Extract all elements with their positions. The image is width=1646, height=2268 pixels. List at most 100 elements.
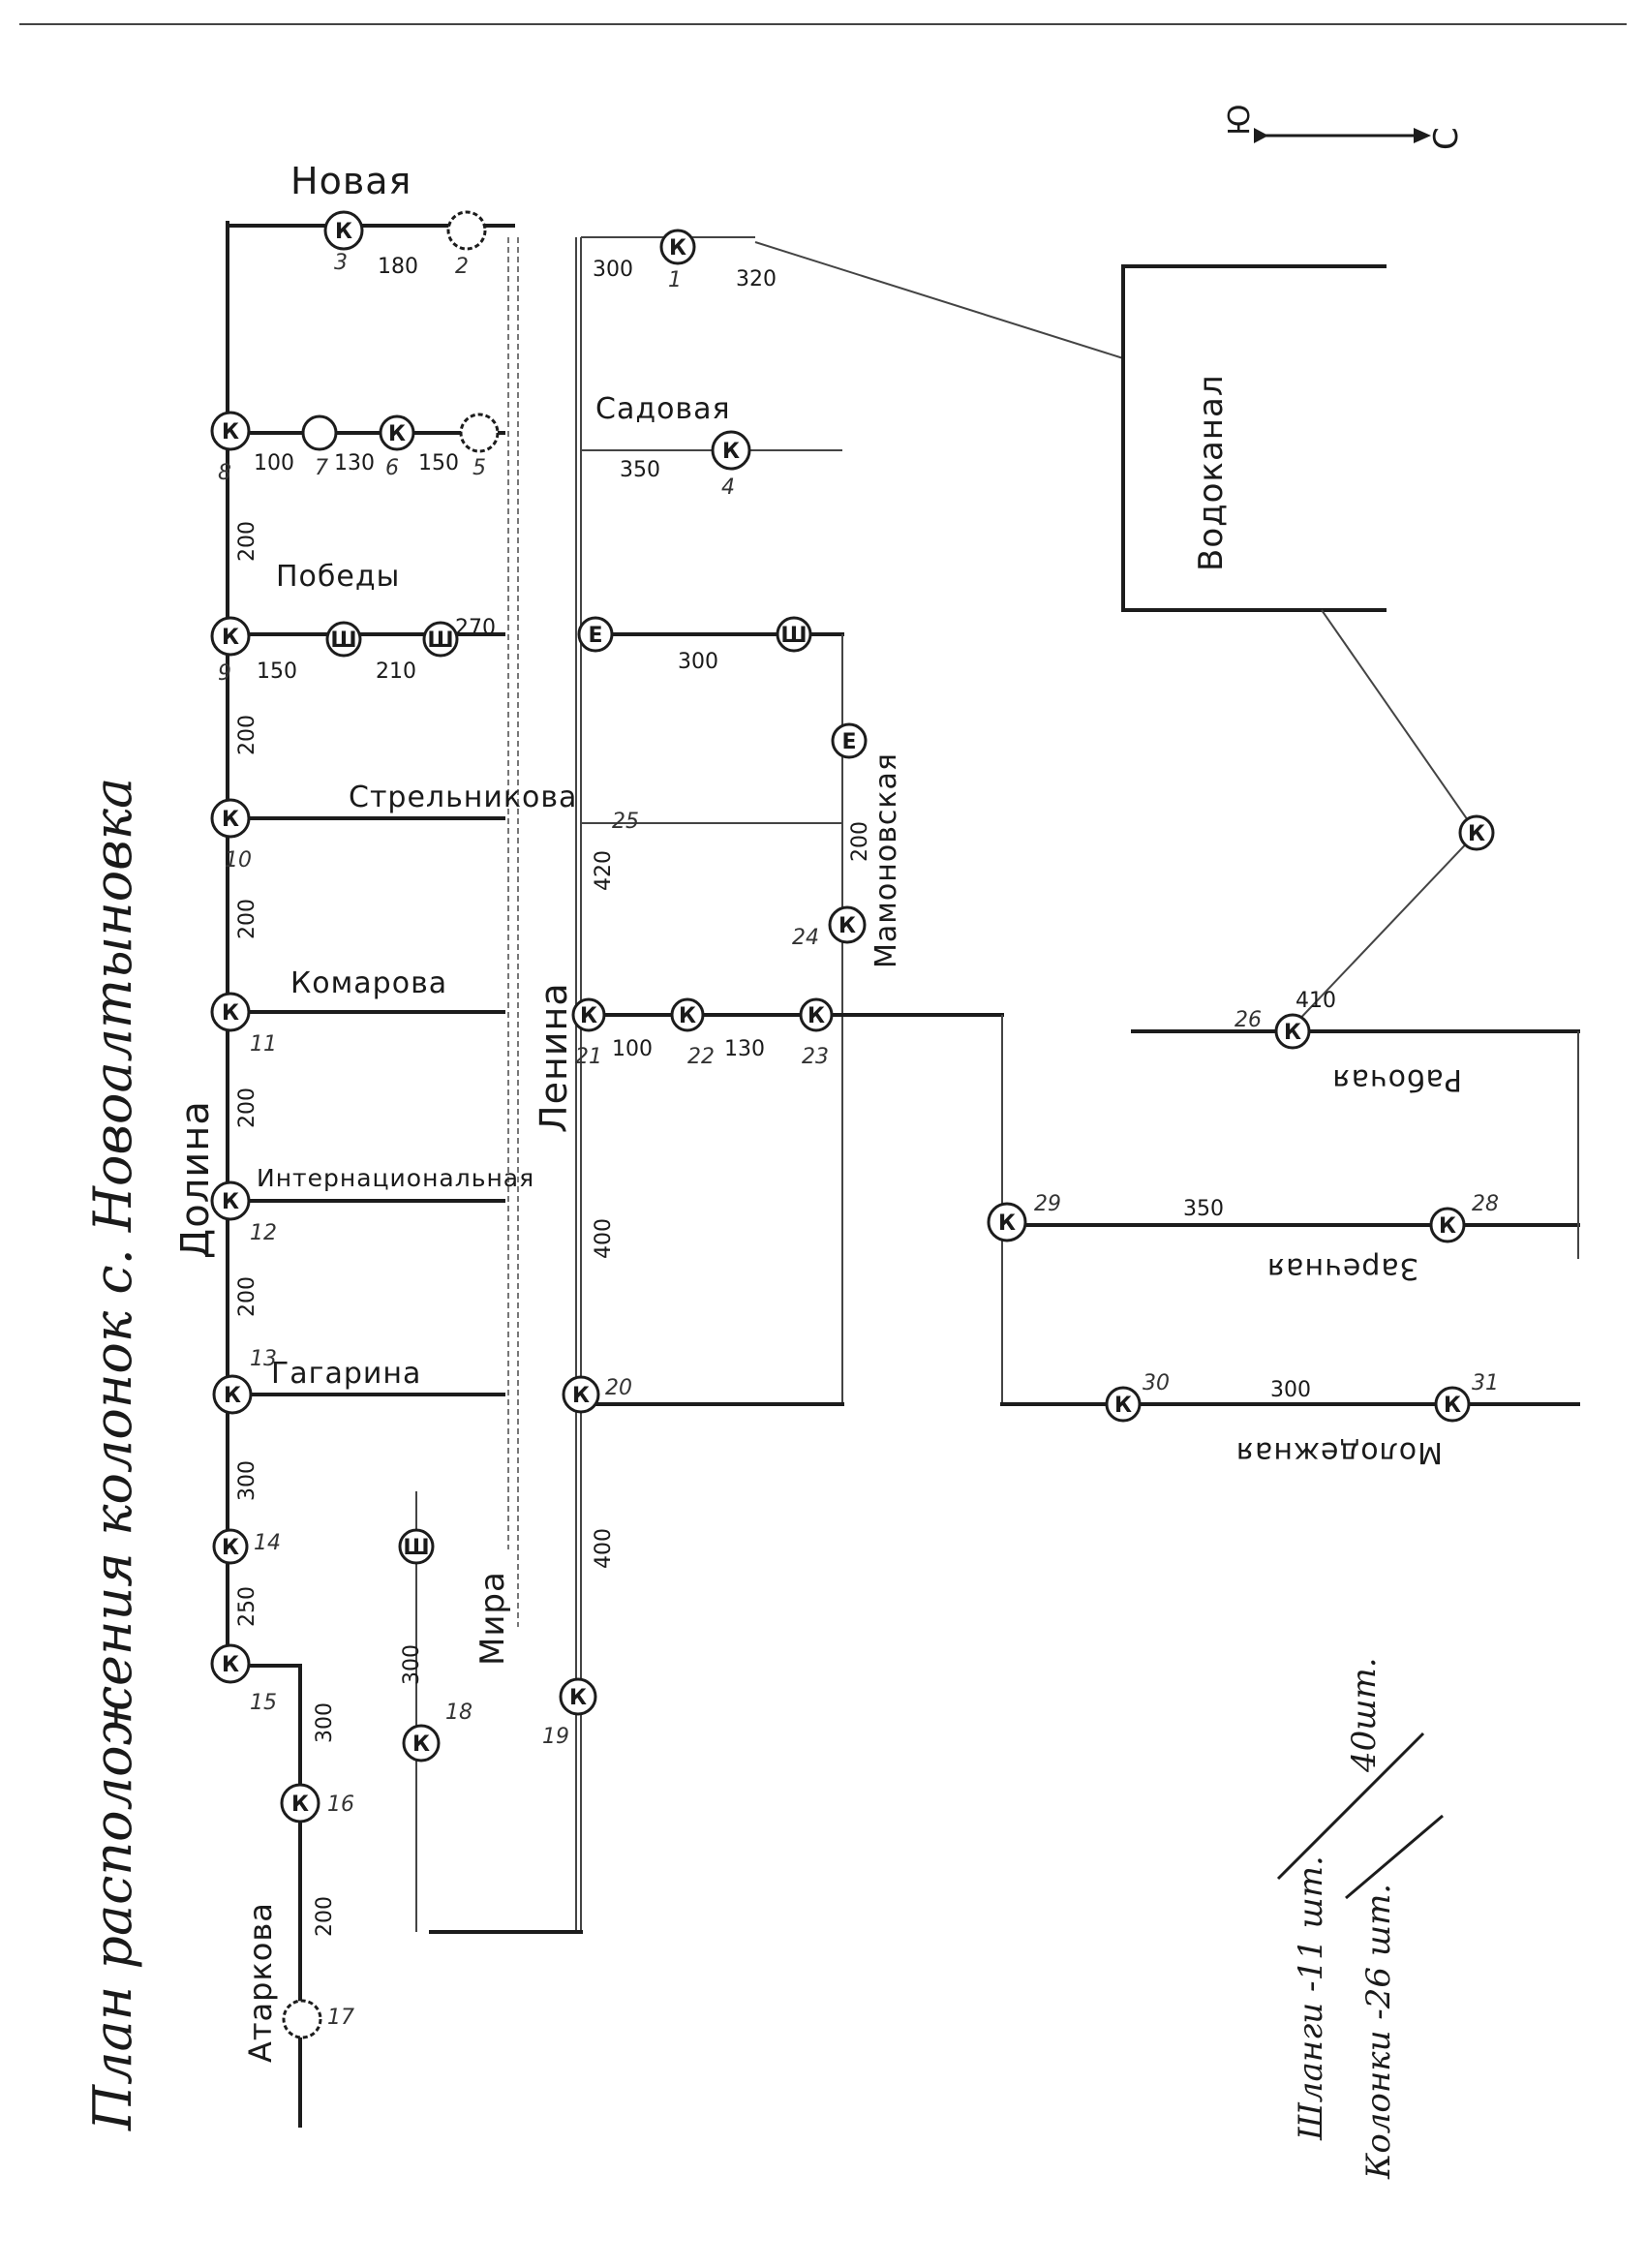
node-mamon-right: Ш bbox=[776, 616, 812, 653]
node-number-6: 6 bbox=[385, 456, 399, 480]
node-number-13: 13 bbox=[250, 1347, 277, 1371]
node-number-19: 19 bbox=[542, 1725, 569, 1749]
node-24: К bbox=[828, 905, 867, 944]
street-name-atarkova: Атаркова bbox=[242, 1902, 279, 2063]
node-31: К bbox=[1434, 1386, 1471, 1423]
distance-label: 410 bbox=[1295, 989, 1336, 1013]
legend-total: 40шт. bbox=[1345, 1657, 1384, 1773]
node-13: К bbox=[212, 1374, 253, 1415]
node-number-28: 28 bbox=[1472, 1192, 1499, 1216]
street-name-vodokanal: Водоканал bbox=[1192, 374, 1231, 571]
node-22-mark: К bbox=[679, 1004, 696, 1028]
node-31-mark: К bbox=[1444, 1394, 1461, 1418]
node-26: К bbox=[1274, 1013, 1311, 1050]
node-10-mark: К bbox=[222, 808, 239, 832]
node-12: К bbox=[210, 1180, 251, 1221]
legend: Шланги -11 шт. Колонки -26 шт. 40шт. bbox=[1276, 1657, 1444, 2180]
distance-label: 400 bbox=[592, 1218, 616, 1259]
node-28: К bbox=[1429, 1207, 1466, 1243]
distance-label: 150 bbox=[257, 659, 297, 684]
node-21: К bbox=[571, 997, 606, 1032]
node-19: К bbox=[559, 1677, 597, 1716]
node-number-21: 21 bbox=[575, 1045, 602, 1069]
node-vodokanal-mark: К bbox=[1468, 822, 1485, 846]
node-number-22: 22 bbox=[687, 1045, 715, 1069]
node-number-4: 4 bbox=[721, 475, 735, 500]
distance-label: 200 bbox=[313, 1896, 337, 1937]
node-8-mark: К bbox=[222, 420, 239, 444]
distance-label: 130 bbox=[334, 451, 375, 475]
node-number-24: 24 bbox=[792, 926, 819, 950]
node-number-9: 9 bbox=[218, 661, 231, 686]
distance-label: 200 bbox=[235, 521, 259, 562]
node-number-5: 5 bbox=[472, 456, 486, 480]
node-13-mark: К bbox=[224, 1384, 241, 1408]
node-19-mark: К bbox=[569, 1686, 587, 1710]
node-number-25: 25 bbox=[612, 810, 639, 834]
node-21-mark: К bbox=[580, 1004, 597, 1028]
distance-label: 300 bbox=[593, 258, 633, 282]
node-number-14: 14 bbox=[254, 1531, 281, 1555]
street-name-rabochaya: Рабочая bbox=[1332, 1062, 1463, 1096]
distance-label: 300 bbox=[313, 1702, 337, 1743]
lane-1-diagonal bbox=[754, 241, 1124, 359]
distance-label: 180 bbox=[378, 255, 418, 279]
street-name-mamonovskaya: Мамоновская bbox=[869, 752, 903, 968]
node-number-23: 23 bbox=[802, 1045, 829, 1069]
node-26-mark: К bbox=[1284, 1021, 1301, 1045]
node-5 bbox=[459, 413, 500, 453]
vodokanal-building bbox=[1121, 264, 1387, 612]
node-number-2: 2 bbox=[455, 255, 469, 279]
node-11: К bbox=[210, 992, 251, 1032]
node-mira-top-mark: Ш bbox=[403, 1536, 429, 1560]
distance-label: 350 bbox=[620, 458, 660, 482]
node-29-mark: К bbox=[998, 1211, 1016, 1236]
distance-label: 320 bbox=[736, 267, 777, 291]
node-17 bbox=[282, 1999, 322, 2039]
distance-label: 200 bbox=[848, 821, 872, 862]
street-name-lenina: Ленина bbox=[533, 982, 575, 1133]
node-24-mark: К bbox=[838, 914, 856, 938]
north-arrow-north-label: С bbox=[1427, 126, 1466, 150]
distance-label: 270 bbox=[455, 616, 496, 640]
node-pobedy-a: Ш bbox=[325, 621, 362, 658]
distance-label: 200 bbox=[235, 715, 259, 755]
node-23: К bbox=[799, 997, 834, 1032]
node-mamon-mid-mark: Е bbox=[841, 730, 856, 754]
node-14-mark: К bbox=[222, 1536, 239, 1560]
node-15-mark: К bbox=[222, 1653, 239, 1677]
node-number-15: 15 bbox=[250, 1691, 277, 1715]
node-12-mark: К bbox=[222, 1190, 239, 1214]
street-name-zarechnaya: Заречная bbox=[1266, 1251, 1418, 1285]
node-29: К bbox=[987, 1202, 1027, 1242]
node-6: К bbox=[379, 414, 415, 451]
node-pobedy-b: Ш bbox=[422, 621, 459, 658]
node-10: К bbox=[210, 798, 251, 839]
distance-label: 200 bbox=[235, 1276, 259, 1317]
node-number-30: 30 bbox=[1143, 1371, 1170, 1395]
node-number-10: 10 bbox=[225, 848, 252, 873]
node-number-3: 3 bbox=[334, 251, 348, 275]
node-number-11: 11 bbox=[250, 1032, 277, 1057]
node-mira-top: Ш bbox=[398, 1528, 435, 1565]
node-4-mark: К bbox=[722, 440, 740, 464]
street-name-sadovaya: Садовая bbox=[595, 392, 731, 426]
node-number-16: 16 bbox=[327, 1793, 354, 1817]
legend-columns: Колонки -26 шт. bbox=[1359, 1884, 1398, 2180]
north-arrow-south-label: Ю bbox=[1223, 104, 1257, 136]
node-vodokanal: К bbox=[1458, 814, 1495, 851]
node-18: К bbox=[402, 1724, 441, 1762]
distance-label: 150 bbox=[418, 451, 459, 475]
street-name-molodezhnaya: Молодежная bbox=[1235, 1435, 1443, 1469]
street-name-komarova: Комарова bbox=[290, 966, 447, 1000]
node-number-12: 12 bbox=[250, 1221, 277, 1245]
node-6-mark: К bbox=[388, 422, 406, 446]
node-number-18: 18 bbox=[445, 1701, 472, 1725]
node-mamon-mid: Е bbox=[831, 722, 868, 759]
node-28-mark: К bbox=[1439, 1214, 1456, 1239]
street-name-gagarina: Гагарина bbox=[271, 1357, 421, 1391]
street-name-internatsionalnaya: Интернациональная bbox=[257, 1164, 534, 1192]
legend-fraction-line-2 bbox=[1345, 1814, 1444, 1900]
street-name-novaya: Новая bbox=[290, 160, 412, 202]
